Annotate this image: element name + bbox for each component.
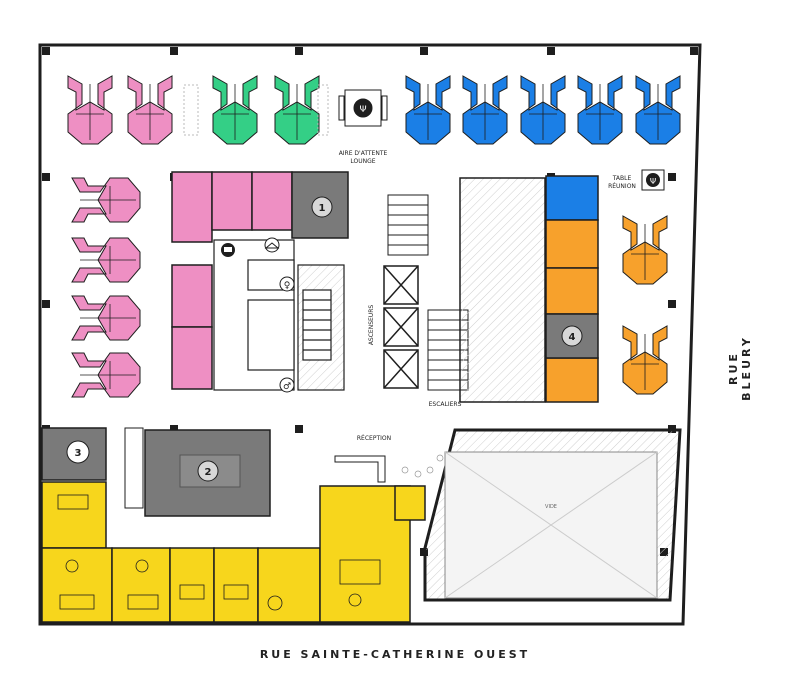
room-2-marker: [197, 460, 219, 482]
kitchen-icon: [221, 243, 235, 257]
void-label: VIDE: [545, 504, 557, 510]
svg-text:Ψ: Ψ: [359, 105, 366, 115]
room-2-number: 2: [205, 467, 212, 478]
elevators-label: ASCENSEURS: [368, 305, 375, 346]
room-3-table: [66, 440, 90, 464]
orange-offices: [545, 219, 599, 403]
lounge-label-en: LOUNGE: [350, 158, 375, 165]
reception-bench: [124, 427, 144, 509]
room-3: [41, 427, 107, 481]
lounge-furniture: Ψ: [338, 89, 388, 127]
elevators: [383, 265, 419, 389]
svg-text:Ψ: Ψ: [650, 177, 656, 186]
future-workstations: [183, 84, 329, 136]
room-4-marker: [561, 325, 583, 347]
room-1-number: 1: [319, 203, 326, 214]
pink-offices: [171, 171, 293, 390]
dining-icon: Ψ: [641, 169, 665, 191]
meeting-table-label-2: RÉUNION: [608, 182, 636, 190]
washroom-male-icon: ♂: [279, 377, 295, 393]
yellow-office-furniture: [57, 494, 381, 611]
stairs-label: ESCALIERS: [429, 401, 462, 408]
blue-meeting-room: [545, 175, 599, 221]
washroom-female-icon: ♀: [279, 276, 295, 292]
street-south-label: RUE SAINTE-CATHERINE OUEST: [259, 648, 531, 661]
meeting-table-label-1: TABLE: [612, 175, 632, 182]
room-3-number: 3: [75, 448, 82, 459]
room-2-table: [179, 454, 241, 488]
room-4-number: 4: [569, 332, 576, 343]
reception-label: RÉCEPTION: [357, 434, 391, 442]
svg-text:♀: ♀: [284, 281, 291, 291]
reception-desk: [334, 455, 386, 483]
coat-hanger-icon: [264, 237, 280, 253]
room-1-marker: [311, 196, 333, 218]
service-shaft: [459, 177, 546, 403]
yellow-offices: [41, 481, 426, 623]
lounge-label-fr: AIRE D'ATTENTE: [339, 150, 388, 157]
street-east-label: RUE BLEURY: [727, 335, 753, 401]
core-services: [213, 239, 345, 391]
svg-text:♂: ♂: [283, 382, 291, 392]
